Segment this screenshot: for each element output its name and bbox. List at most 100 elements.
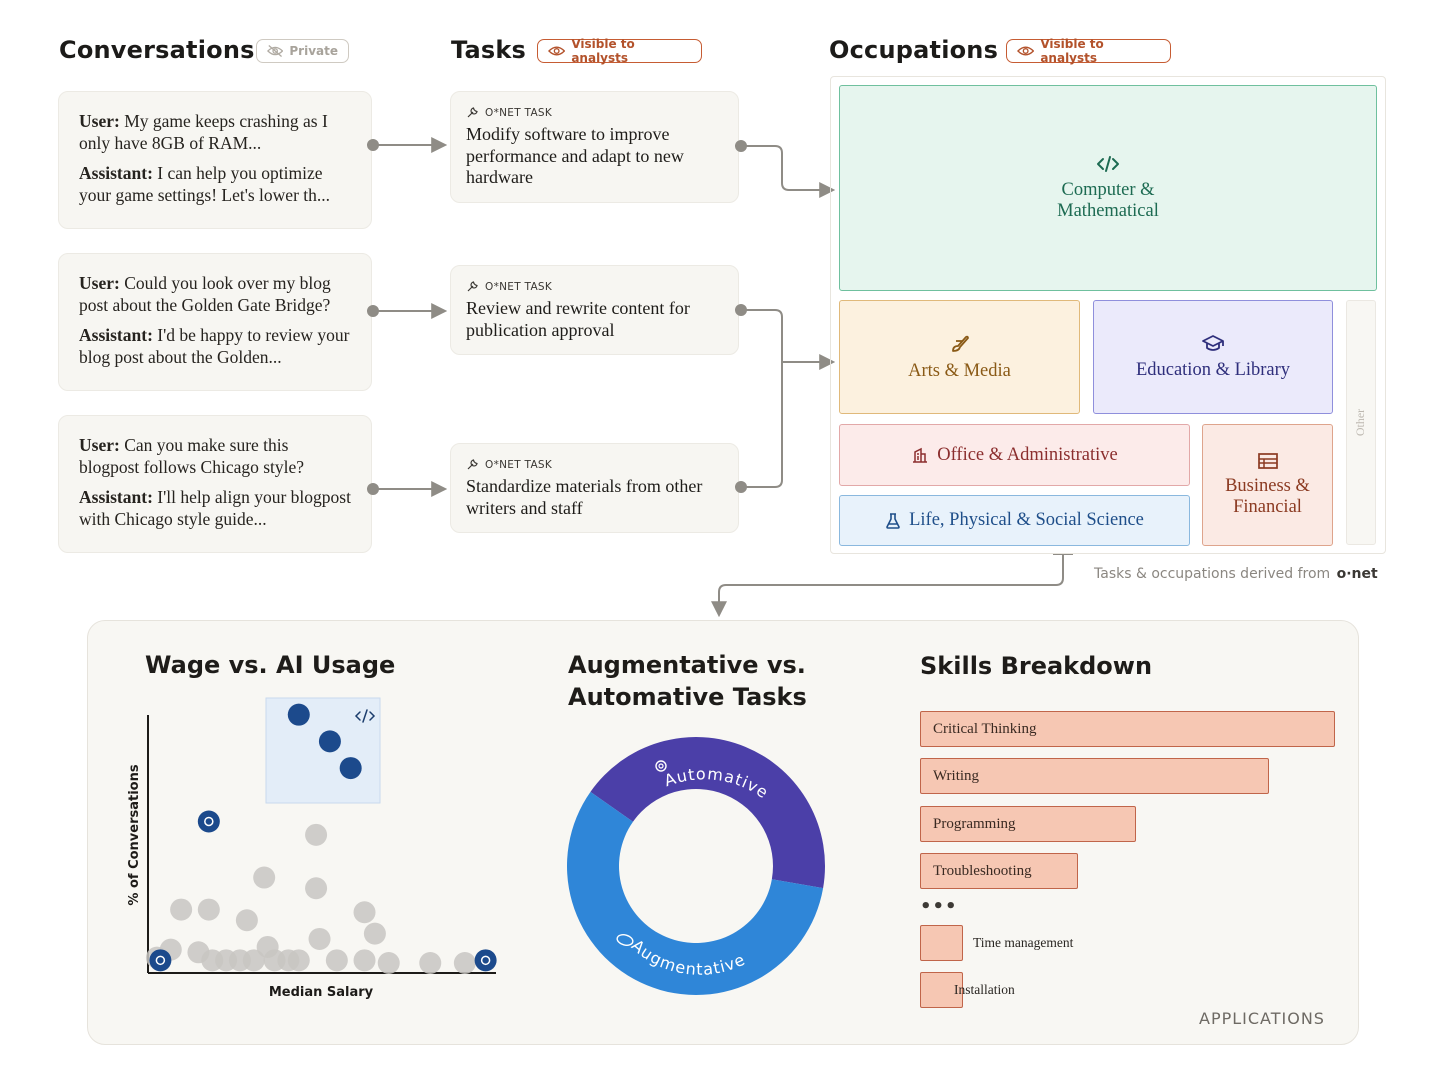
aug-vs-auto-donut: Automative Augmentative	[567, 737, 825, 995]
private-badge-label: Private	[289, 44, 338, 58]
icon-point	[474, 949, 497, 972]
highlight-region	[265, 697, 381, 804]
connector-dot	[735, 481, 747, 493]
table-icon	[1257, 453, 1278, 469]
scatter-point	[353, 901, 376, 924]
conversation-card-3: User: Can you make sure this blogpost fo…	[58, 415, 372, 553]
tasks-visibility-badge: Visible to analysts	[537, 37, 702, 65]
skill-bar	[920, 925, 963, 961]
skill-bar	[920, 972, 963, 1008]
skill-bar: Troubleshooting	[920, 853, 1078, 889]
arrow-task1-computer	[741, 145, 836, 198]
source-note: Tasks & occupations derived from o·net	[1094, 566, 1378, 582]
scatter-point	[305, 877, 328, 900]
onet-task-tag: O*NET TASK	[466, 106, 723, 119]
code-icon	[1097, 156, 1119, 172]
task-description: Review and rewrite content for publicati…	[466, 298, 690, 340]
scatter-point	[242, 949, 265, 972]
flow-connectors	[367, 137, 1073, 618]
wrench-icon	[467, 281, 478, 292]
occupation-computer-mathematical[interactable]: Computer & Mathematical	[839, 85, 1377, 291]
assistant-message: Assistant: I'd be happy to review your b…	[79, 325, 350, 367]
task-card-2: O*NET TASK Review and rewrite content fo…	[450, 265, 739, 355]
conversations-heading: Conversations	[59, 36, 255, 64]
occupation-office-administrative[interactable]: Office & Administrative	[839, 424, 1190, 486]
scatter-point	[419, 951, 442, 974]
skill-bar: Writing	[920, 758, 1269, 794]
skill-label: Installation	[954, 982, 1015, 997]
more-skills-ellipsis: •••	[920, 896, 958, 917]
wage-vs-ai-scatter: % of Conversations Median Salary	[127, 697, 497, 1000]
x-axis-label: Median Salary	[269, 985, 374, 1000]
occupation-arts-media[interactable]: Arts & Media	[839, 300, 1080, 414]
brush-icon	[951, 335, 969, 352]
user-message: User: Could you look over my blog post a…	[79, 273, 331, 315]
conversation-card-1: User: My game keeps crashing as I only h…	[58, 91, 372, 229]
scatter-point	[305, 823, 328, 846]
gear-icon	[655, 760, 667, 772]
donut-slice-automative	[590, 737, 825, 889]
wage-chart-title: Wage vs. AI Usage	[145, 651, 396, 679]
eye-icon	[1017, 46, 1035, 56]
aug-chart-title: Augmentative vs. Automative Tasks	[568, 651, 807, 711]
scatter-point	[197, 898, 220, 921]
graduation-cap-icon	[1202, 334, 1224, 351]
scatter-point	[363, 922, 386, 945]
highlight-point	[287, 703, 310, 726]
arrow-task2-task3-merge	[741, 309, 783, 488]
onet-logo: o·net	[1336, 566, 1378, 582]
scatter-point	[253, 866, 276, 889]
task-card-3: O*NET TASK Standardize materials from ot…	[450, 443, 739, 533]
occupation-other[interactable]: Other	[1346, 300, 1376, 545]
skills-chart-title: Skills Breakdown	[920, 652, 1153, 680]
occupation-label: Arts & Media	[908, 360, 1011, 381]
icon-point	[197, 810, 220, 833]
private-badge: Private	[256, 39, 349, 63]
augment-icon	[616, 934, 634, 946]
task-card-1: O*NET TASK Modify software to improve pe…	[450, 91, 739, 203]
occupation-life-physical-social-science[interactable]: Life, Physical & Social Science	[839, 495, 1190, 546]
occupation-label: Office & Administrative	[937, 444, 1118, 465]
occupation-education-library[interactable]: Education & Library	[1093, 300, 1333, 414]
applications-footer: APPLICATIONS	[1199, 1009, 1325, 1028]
graduation-cap-icon	[204, 816, 214, 827]
wrench-icon	[467, 459, 478, 470]
task-description: Modify software to improve performance a…	[466, 124, 684, 187]
wrench-icon	[467, 107, 478, 118]
skill-bar: Programming	[920, 806, 1136, 842]
scatter-point	[287, 949, 310, 972]
flask-icon	[886, 512, 900, 529]
scatter-point	[308, 927, 331, 950]
highlight-point	[339, 757, 362, 780]
conversation-card-2: User: Could you look over my blog post a…	[58, 253, 372, 391]
scatter-point	[453, 951, 476, 974]
onet-task-tag: O*NET TASK	[466, 280, 723, 293]
occupations-heading: Occupations	[829, 36, 999, 64]
icon-point	[149, 949, 172, 972]
onet-task-tag: O*NET TASK	[466, 458, 723, 471]
stethoscope-icon	[480, 955, 491, 966]
footprints-icon	[155, 955, 166, 966]
user-message: User: My game keeps crashing as I only h…	[79, 111, 328, 153]
scatter-point	[353, 949, 376, 972]
arrow-to-analytics	[711, 553, 1064, 618]
occupations-container	[830, 76, 1386, 554]
eye-icon	[548, 46, 566, 56]
occupation-business-financial[interactable]: Business & Financial	[1202, 424, 1333, 546]
assistant-message: Assistant: I'll help align your blogpost…	[79, 487, 351, 529]
y-axis-label: % of Conversations	[127, 764, 142, 905]
occupation-label: Education & Library	[1135, 359, 1291, 380]
occupation-label: Computer & Mathematical	[1057, 180, 1159, 221]
user-message: User: Can you make sure this blogpost fo…	[79, 435, 305, 477]
eye-off-icon	[267, 45, 284, 57]
occupation-label: Other	[1353, 408, 1368, 437]
tasks-heading: Tasks	[451, 36, 527, 64]
occupations-visibility-label: Visible to analysts	[1040, 37, 1104, 65]
skill-label: Time management	[973, 935, 1074, 950]
highlight-point	[318, 730, 341, 753]
scatter-point	[377, 951, 400, 974]
highlight-code-icon	[354, 709, 376, 723]
scatter-point	[325, 949, 348, 972]
skill-bar: Critical Thinking	[920, 711, 1335, 747]
building-icon	[913, 447, 928, 463]
